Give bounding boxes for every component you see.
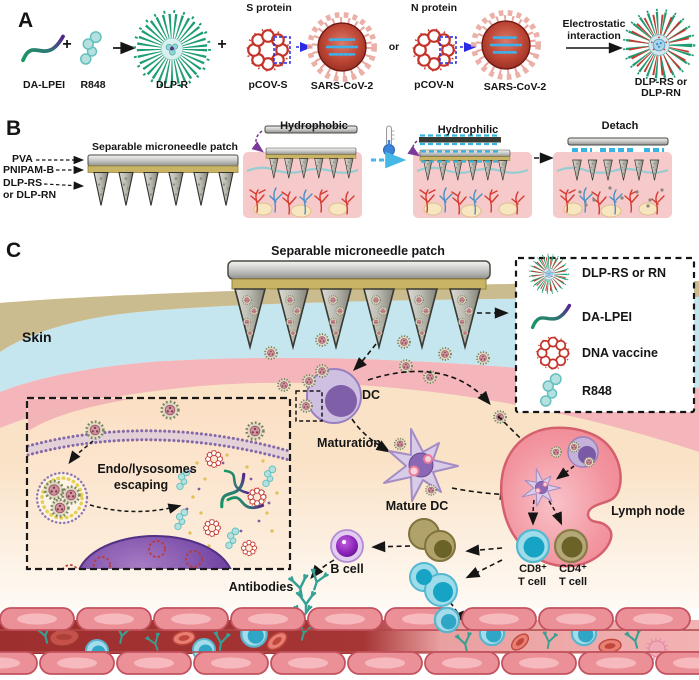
- pva-label: PVA: [12, 153, 33, 165]
- pcov-n-plasmid-icon: [412, 28, 456, 72]
- legend-item-micelle: DLP-RS or RN: [582, 266, 667, 280]
- endo-escape-label-1: Endo/lysosomes: [97, 462, 197, 476]
- inset-border: [25, 396, 292, 571]
- vessel-wall-bottom: [0, 651, 699, 675]
- released-components: [174, 449, 279, 557]
- da-lpei-label: DA-LPEI: [23, 79, 65, 91]
- cd4-cluster: [408, 518, 456, 562]
- s-gene-highlight-box: [273, 36, 291, 64]
- or-label: or: [388, 41, 400, 53]
- or-dlp-rn-label: or DLP-RN: [3, 189, 57, 201]
- cd8-cluster: [409, 562, 458, 607]
- dc-cell: [299, 364, 362, 424]
- attach-arrow-1: [251, 130, 264, 153]
- patch-title-c: Separable microneedle patch: [271, 244, 445, 258]
- released-cargo-dots: [578, 186, 664, 208]
- backing-layer-2: [419, 137, 501, 143]
- panel-c-label: C: [6, 239, 22, 262]
- n-protein-label: N protein: [410, 2, 458, 14]
- patch-title-b: Separable microneedle patch: [92, 141, 238, 153]
- attach-arrow-2: [407, 140, 420, 157]
- thermometer-icon: [383, 125, 395, 156]
- cd8-label-2: T cell: [517, 576, 547, 588]
- pcov-n-label: pCOV-N: [414, 79, 454, 91]
- sars-cov-2-icon-2: [474, 13, 538, 77]
- detached-backing: [567, 137, 669, 146]
- entering-t-cell: [433, 606, 461, 634]
- cd8-t-cell: [515, 528, 551, 564]
- sars-cov-2-icon: [310, 15, 374, 79]
- legend-item-r848: R848: [582, 384, 612, 398]
- zoom-source-box: [295, 390, 323, 422]
- cell-nucleus: [62, 535, 232, 569]
- da-lpei-polymer-icon: [21, 34, 65, 63]
- cd4-t-cell: [553, 528, 589, 564]
- dlp-r-label: DLP-R: [155, 79, 189, 91]
- pnipam-b-label: PNIPAM-B: [3, 164, 55, 176]
- b-cell-label: B cell: [330, 562, 364, 576]
- electrostatic-label-1: Electrostatic: [562, 18, 626, 30]
- cd8-label-1: CD8⁺: [519, 563, 547, 575]
- vessel-wall-top: [0, 607, 691, 631]
- lymph-node-label: Lymph node: [611, 504, 685, 518]
- s-protein-label: S protein: [246, 2, 292, 14]
- product-label-1: DLP-RS or: [634, 76, 688, 88]
- plus-sign-2: +: [217, 36, 227, 53]
- hydrophilic-label: Hydrophilic: [437, 124, 499, 136]
- panel-a-graphics: [21, 10, 694, 87]
- cd4-label-2: T cell: [558, 576, 588, 588]
- lymph-node: [499, 426, 622, 568]
- legend-box: [514, 255, 696, 414]
- endosome: [35, 471, 89, 525]
- dlp-r-micelle-icon: [134, 11, 209, 86]
- hydrophobic-label: Hydrophobic: [280, 120, 348, 132]
- pcov-s-plasmid-icon: [246, 28, 290, 72]
- b-cell-graphic: [330, 529, 364, 563]
- cd4-label-1: CD4⁺: [559, 563, 587, 575]
- sars-cov-2-label-2: SARS-CoV-2: [483, 81, 547, 93]
- legend-item-plasmid: DNA vaccine: [582, 346, 658, 360]
- dlp-rs-label: DLP-RS: [3, 177, 43, 189]
- electrostatic-label-2: interaction: [567, 30, 621, 42]
- label-arrows: [36, 155, 85, 190]
- hydration-dashes-patch: [421, 150, 499, 163]
- hydration-dashes-top: [420, 134, 500, 146]
- panel-b-label: B: [6, 117, 22, 140]
- panel-b-graphics: [36, 125, 674, 220]
- dlp-rs-rn-micelle-icon: [624, 10, 694, 80]
- pcov-s-label: pCOV-S: [248, 79, 288, 91]
- detach-label: Detach: [601, 120, 639, 132]
- n-gene-highlight-box: [439, 36, 457, 64]
- microneedle-patch-c: [227, 260, 491, 351]
- mature-dc-label: Mature DC: [385, 499, 449, 513]
- intracellular-inset: [25, 396, 292, 571]
- r848-label: R848: [80, 79, 106, 91]
- legend-item-polymer: DA-LPEI: [582, 310, 632, 324]
- product-label-2: DLP-RN: [641, 87, 681, 99]
- skin-label: Skin: [22, 329, 52, 345]
- microneedle-patch-b: [88, 155, 238, 206]
- blood-vessel: [0, 606, 699, 675]
- maturation-label: Maturation: [317, 436, 381, 450]
- panel-a-label: A: [18, 9, 34, 32]
- r848-molecule-icon: [79, 31, 102, 65]
- dc-label: DC: [362, 388, 381, 402]
- backing-layer-1: [264, 125, 358, 134]
- sars-cov-2-label-1: SARS-CoV-2: [310, 80, 374, 92]
- plus-sign: +: [62, 36, 72, 53]
- endo-escape-label-2: escaping: [113, 478, 169, 492]
- panel-c-graphics: [0, 255, 699, 675]
- antibodies-label: Antibodies: [228, 580, 294, 594]
